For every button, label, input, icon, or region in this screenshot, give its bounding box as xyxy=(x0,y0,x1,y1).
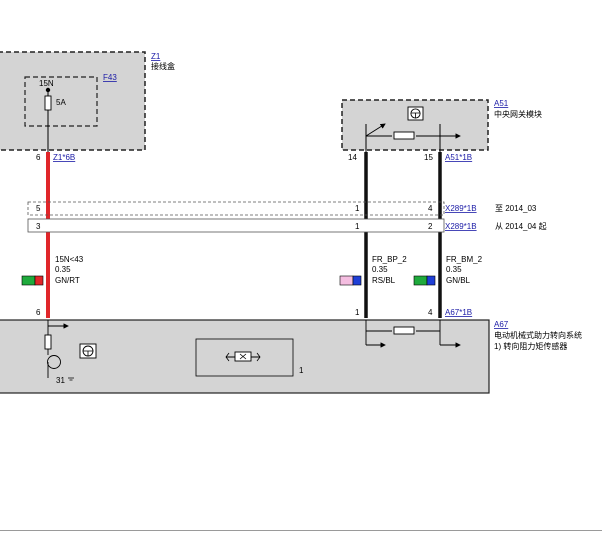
a51-id-link[interactable]: A51 xyxy=(494,99,509,108)
a67-resistor xyxy=(393,326,415,335)
fuse-element xyxy=(44,95,52,111)
a67-pin-6: 6 xyxy=(36,308,41,317)
f43-id-link[interactable]: F43 xyxy=(103,73,117,82)
torque-sensor-ref: 1 xyxy=(299,366,304,375)
wire-1-signal: 15N<43 xyxy=(55,255,84,264)
wire-1-swatch-stripe xyxy=(34,275,44,286)
torque-sensor-box[interactable] xyxy=(195,338,294,377)
wire-1-size: 0.35 xyxy=(55,265,71,274)
ground-symbol-icon xyxy=(68,377,74,381)
x289-a-note: 至 2014_03 xyxy=(495,204,537,213)
wire-3-color-code: GN/BL xyxy=(446,276,471,285)
x289-b-link[interactable]: X289*1B xyxy=(445,222,477,231)
fuse-box-f43[interactable] xyxy=(24,76,98,127)
torque-sensor-x-icon xyxy=(239,353,247,360)
a67-id-link[interactable]: A67 xyxy=(494,320,509,329)
a67-ground-pin: 31 xyxy=(56,376,65,385)
wire-3-swatch-stripe xyxy=(426,275,436,286)
z1-6b-pin: 6 xyxy=(36,153,41,162)
z1-name: 接线盒 xyxy=(151,61,175,71)
x289-a-link[interactable]: X289*1B xyxy=(445,204,477,213)
a67-internal-resistor xyxy=(44,334,52,350)
a67-note: 1) 转向阻力矩传感器 xyxy=(494,341,567,351)
x289-b-pin-3: 3 xyxy=(36,222,41,231)
torque-sensor-bidirectional-arrow xyxy=(225,352,261,362)
steering-wheel-rim xyxy=(410,108,421,119)
x289-b-note: 从 2014_04 起 xyxy=(495,222,547,231)
a51-pin-14: 14 xyxy=(348,153,357,162)
z1-id-link[interactable]: Z1 xyxy=(151,52,161,61)
a67-1b-link[interactable]: A67*1B xyxy=(445,308,472,317)
x289-b-pin-2: 2 xyxy=(428,222,433,231)
a67-steering-wheel-spokes xyxy=(83,350,93,356)
wire-3-signal: FR_BM_2 xyxy=(446,255,483,264)
a67-pin-4: 4 xyxy=(428,308,433,317)
steering-wheel-spokes xyxy=(411,112,420,118)
wire-1-color-code: GN/RT xyxy=(55,276,80,285)
f43-wire-label: 15N xyxy=(39,79,54,88)
wire-2-size: 0.35 xyxy=(372,265,388,274)
a67-ground-node xyxy=(47,355,61,369)
a51-signal-arrow-left xyxy=(365,123,386,137)
wire-1-swatch-primary xyxy=(21,275,36,286)
a67-pin-1: 1 xyxy=(355,308,360,317)
wire-2-color-code: RS/BL xyxy=(372,276,396,285)
wire-3-size: 0.35 xyxy=(446,265,462,274)
a51-name: 中央网关模块 xyxy=(494,109,542,119)
wire-2-swatch-primary xyxy=(339,275,354,286)
wire-3-swatch-primary xyxy=(413,275,428,286)
x289-a-pin-1: 1 xyxy=(355,204,360,213)
x289-a-pin-4: 4 xyxy=(428,204,433,213)
connector-x289-b[interactable] xyxy=(27,218,445,233)
x289-b-pin-1: 1 xyxy=(355,222,360,231)
wire-2-swatch-stripe xyxy=(352,275,362,286)
a51-pin-15: 15 xyxy=(424,153,433,162)
page-footer-divider xyxy=(0,530,602,531)
connector-x289-a[interactable] xyxy=(27,201,445,216)
wire-2-signal: FR_BP_2 xyxy=(372,255,407,264)
x289-a-pin-5: 5 xyxy=(36,204,41,213)
z1-6b-link[interactable]: Z1*6B xyxy=(53,153,75,162)
a67-name: 电动机械式助力转向系统 xyxy=(494,330,582,340)
f43-rating: 5A xyxy=(56,98,66,107)
a51-resistor xyxy=(393,131,415,140)
a51-1b-link[interactable]: A51*1B xyxy=(445,153,472,162)
